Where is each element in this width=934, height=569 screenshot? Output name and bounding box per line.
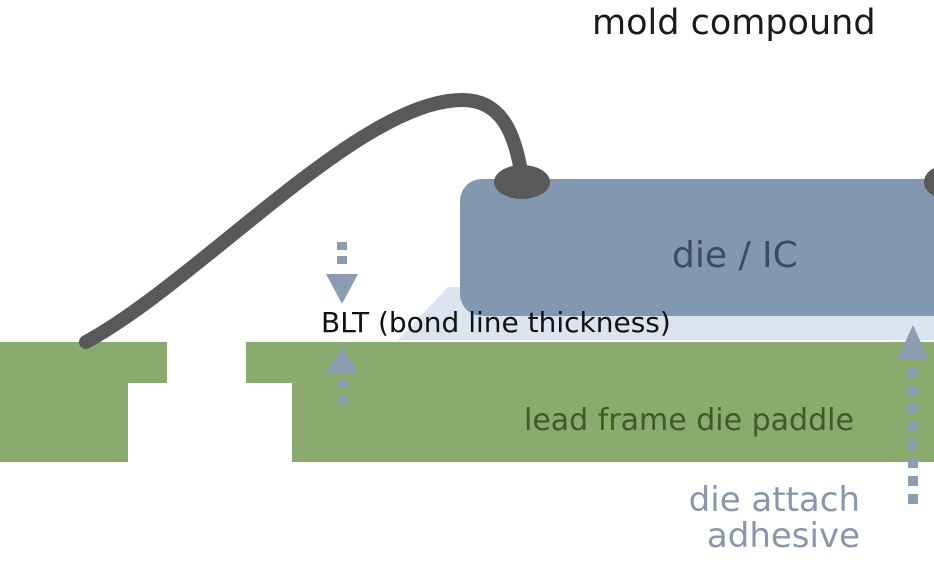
bond-wire — [79, 92, 529, 349]
lead-frame-left-lead — [0, 342, 167, 462]
bond-ball-left — [494, 165, 550, 199]
blt-arrow-down — [326, 242, 358, 304]
die-attach-adhesive-label-line1: die attach — [688, 480, 860, 520]
die-attach-adhesive-label: die attach adhesive — [640, 482, 860, 555]
die-block — [460, 179, 934, 316]
lead-frame-die-paddle — [246, 342, 934, 462]
die-paddle-label: lead frame die paddle — [524, 403, 854, 438]
bond-ball-right — [924, 168, 934, 196]
blt-label: BLT (bond line thickness) — [321, 306, 671, 339]
die-attach-adhesive-label-line2: adhesive — [706, 516, 860, 557]
die-label: die / IC — [672, 235, 798, 276]
mold-compound-label: mold compound — [592, 3, 876, 43]
blt-arrow-up — [326, 346, 358, 404]
adhesive-pointer-arrow — [897, 325, 929, 504]
